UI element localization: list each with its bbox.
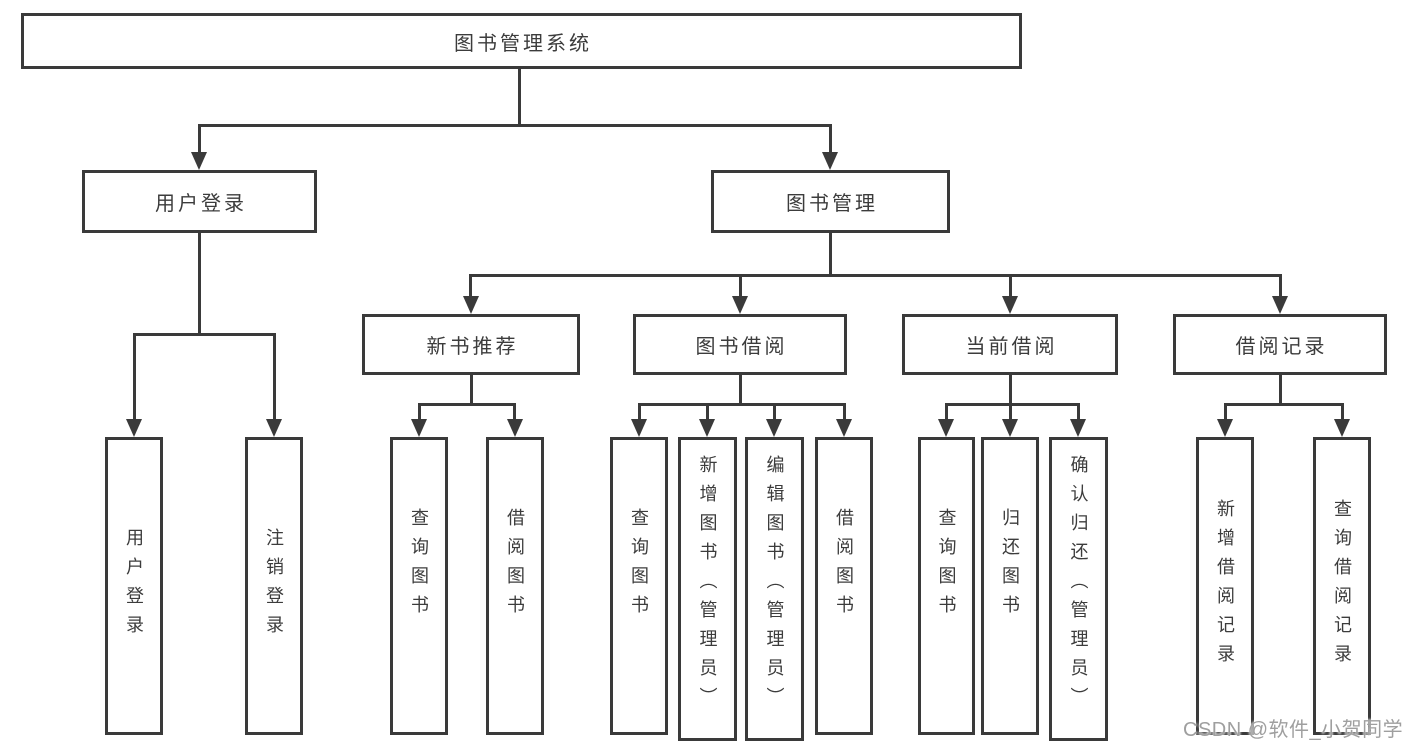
connector-line	[469, 274, 472, 298]
connector-line	[198, 233, 201, 335]
arrow-down-icon	[938, 419, 954, 437]
connector-line	[273, 333, 276, 421]
arrow-down-icon	[1334, 419, 1350, 437]
leaf-borrow-book-recommend: 借阅图书	[486, 437, 544, 735]
arrow-down-icon	[463, 296, 479, 314]
node-book-borrowing: 图书借阅	[633, 314, 847, 375]
leaf-borrow-book: 借阅图书	[815, 437, 873, 735]
arrow-down-icon	[507, 419, 523, 437]
leaf-query-borrow-record: 查询借阅记录	[1313, 437, 1371, 735]
connector-line	[133, 333, 136, 421]
connector-line	[198, 124, 201, 154]
node-new-book-recommend: 新书推荐	[362, 314, 580, 375]
arrow-down-icon	[266, 419, 282, 437]
connector-line	[1224, 403, 1344, 406]
node-borrow-records: 借阅记录	[1173, 314, 1387, 375]
arrow-down-icon	[411, 419, 427, 437]
connector-line	[739, 274, 742, 298]
arrow-down-icon	[822, 152, 838, 170]
connector-line	[638, 403, 846, 406]
arrow-down-icon	[1217, 419, 1233, 437]
leaf-search-book-current: 查询图书	[918, 437, 975, 735]
node-book-management: 图书管理	[711, 170, 950, 233]
connector-line	[1077, 403, 1080, 421]
connector-line	[1279, 375, 1282, 406]
arrow-down-icon	[126, 419, 142, 437]
arrow-down-icon	[1272, 296, 1288, 314]
connector-line	[739, 375, 742, 406]
connector-line	[518, 68, 521, 126]
leaf-return-book: 归还图书	[981, 437, 1039, 735]
connector-line	[829, 124, 832, 154]
leaf-confirm-return-admin: 确认归还（管理员）	[1049, 437, 1108, 741]
arrow-down-icon	[631, 419, 647, 437]
leaf-add-borrow-record: 新增借阅记录	[1196, 437, 1254, 735]
connector-line	[418, 403, 516, 406]
arrow-down-icon	[836, 419, 852, 437]
connector-line	[638, 403, 641, 421]
connector-line	[198, 124, 832, 127]
arrow-down-icon	[1002, 296, 1018, 314]
connector-line	[773, 403, 776, 421]
connector-line	[1009, 274, 1012, 298]
arrow-down-icon	[699, 419, 715, 437]
arrow-down-icon	[1070, 419, 1086, 437]
connector-line	[418, 403, 421, 421]
arrow-down-icon	[191, 152, 207, 170]
connector-line	[469, 274, 1281, 277]
leaf-logout: 注销登录	[245, 437, 303, 735]
connector-line	[1224, 403, 1227, 421]
connector-line	[843, 403, 846, 421]
node-user-login: 用户登录	[82, 170, 317, 233]
watermark: CSDN @软件_小贺同学	[1183, 719, 1404, 741]
arrow-down-icon	[1002, 419, 1018, 437]
leaf-edit-book-admin: 编辑图书（管理员）	[745, 437, 804, 741]
connector-line	[829, 233, 832, 276]
leaf-search-book-recommend: 查询图书	[390, 437, 448, 735]
arrow-down-icon	[766, 419, 782, 437]
leaf-user-login: 用户登录	[105, 437, 163, 735]
connector-line	[513, 403, 516, 421]
connector-line	[945, 403, 948, 421]
connector-line	[1009, 375, 1012, 406]
node-library-system: 图书管理系统	[21, 13, 1022, 69]
connector-line	[706, 403, 709, 421]
leaf-search-book-borrowing: 查询图书	[610, 437, 668, 735]
connector-line	[1279, 274, 1282, 298]
connector-line	[945, 403, 1080, 406]
connector-line	[1341, 403, 1344, 421]
node-current-borrowing: 当前借阅	[902, 314, 1118, 375]
arrow-down-icon	[732, 296, 748, 314]
connector-line	[470, 375, 473, 406]
connector-line	[133, 333, 276, 336]
connector-line	[1009, 403, 1012, 421]
leaf-add-book-admin: 新增图书（管理员）	[678, 437, 737, 741]
